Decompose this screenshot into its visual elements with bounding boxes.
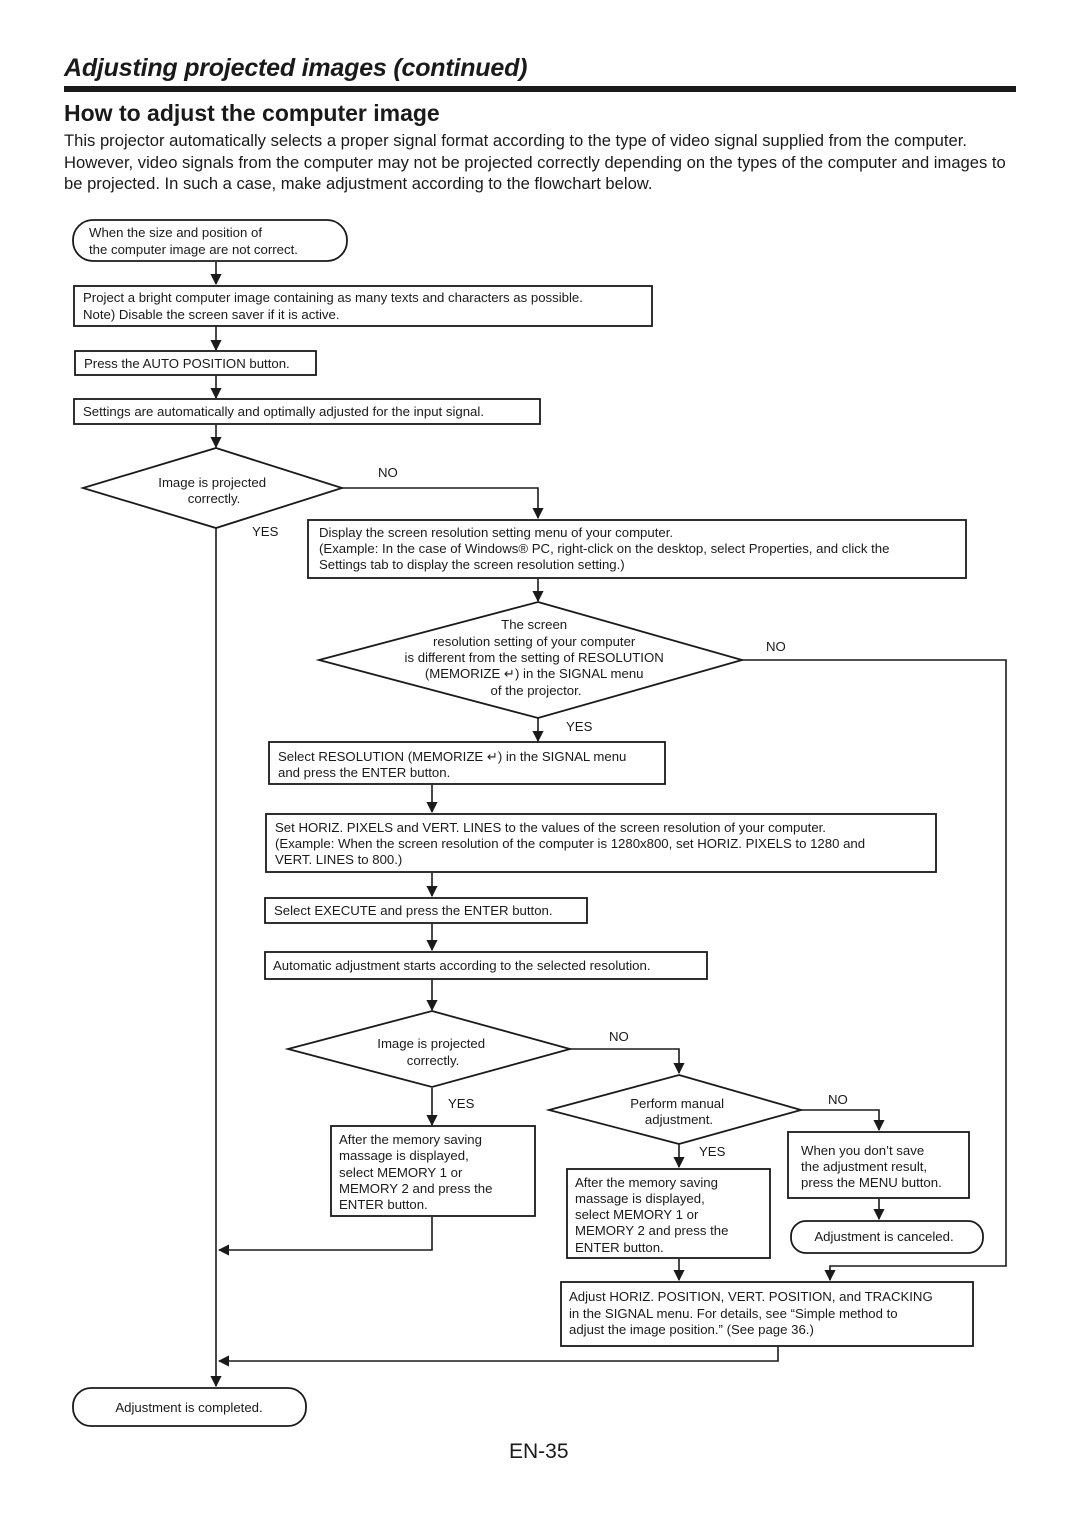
page-heading: How to adjust the computer image [64, 100, 440, 126]
title-rule [64, 86, 1016, 92]
step-auto-adjusted-text: Settings are automatically and optimally… [83, 404, 484, 419]
label-no-2: NO [766, 639, 786, 654]
step-set-pixels-text: Set HORIZ. PIXELS and VERT. LINES to the… [275, 820, 869, 867]
step-memory-2-text: After the memory saving massage is displ… [575, 1175, 732, 1255]
step-memory-2-box [566, 1168, 771, 1259]
step-auto-position-text: Press the AUTO POSITION button. [84, 356, 290, 371]
label-no-1: NO [378, 465, 398, 480]
decision-resolution [315, 601, 746, 719]
end-completed-text: Adjustment is completed. [115, 1400, 262, 1415]
label-yes-2: YES [566, 719, 593, 734]
decision-manual-text: Perform manual adjustment. [630, 1096, 728, 1127]
decision-projected-1-text: Image is projected correctly. [158, 475, 269, 506]
step-memory-1-text: After the memory saving massage is displ… [339, 1132, 496, 1212]
step-select-resolution-box [268, 741, 666, 785]
flow-connectors [210, 262, 1007, 1388]
end-completed-terminal [72, 1387, 307, 1427]
step-set-pixels-box [265, 813, 937, 873]
label-yes-1: YES [252, 524, 279, 539]
decision-projected-1 [79, 447, 345, 529]
step-menu-button-box [787, 1131, 970, 1199]
step-execute-text: Select EXECUTE and press the ENTER butto… [274, 903, 553, 918]
decision-resolution-text: The screen resolution setting of your co… [405, 617, 668, 698]
label-yes-4: YES [699, 1144, 726, 1159]
step-project-box [73, 285, 653, 327]
decision-projected-2 [284, 1010, 574, 1088]
intro-paragraph: This projector automatically selects a p… [64, 131, 1006, 193]
step-auto-position-box [74, 350, 317, 376]
section-title: Adjusting projected images (continued) [64, 54, 528, 82]
step-auto-adjusted-box [73, 398, 541, 425]
step-display-resolution-box [307, 519, 967, 579]
step-adjust-position-text: Adjust HORIZ. POSITION, VERT. POSITION, … [569, 1289, 936, 1337]
end-canceled-terminal [790, 1220, 984, 1254]
decision-projected-2-text: Image is projected correctly. [377, 1036, 488, 1068]
label-yes-3: YES [448, 1096, 475, 1111]
step-adjust-position-box [560, 1281, 974, 1347]
decision-manual [545, 1074, 805, 1145]
step-menu-button-text: When you don’t save the adjustment resul… [801, 1143, 942, 1190]
step-display-resolution-text: Display the screen resolution setting me… [319, 525, 893, 572]
start-text: When the size and position of the comput… [89, 225, 298, 257]
label-no-3: NO [609, 1029, 629, 1044]
end-canceled-text: Adjustment is canceled. [814, 1229, 953, 1244]
step-auto-start-box [264, 951, 708, 980]
start-terminal [72, 219, 348, 262]
step-project-text: Project a bright computer image containi… [83, 290, 587, 322]
step-execute-box [264, 897, 588, 924]
label-no-4: NO [828, 1092, 848, 1107]
step-memory-1-box [330, 1125, 536, 1217]
step-auto-start-text: Automatic adjustment starts according to… [273, 958, 651, 973]
step-select-resolution-text: Select RESOLUTION (MEMORIZE ↵) in the SI… [278, 749, 630, 780]
page-number: EN-35 [509, 1440, 569, 1463]
